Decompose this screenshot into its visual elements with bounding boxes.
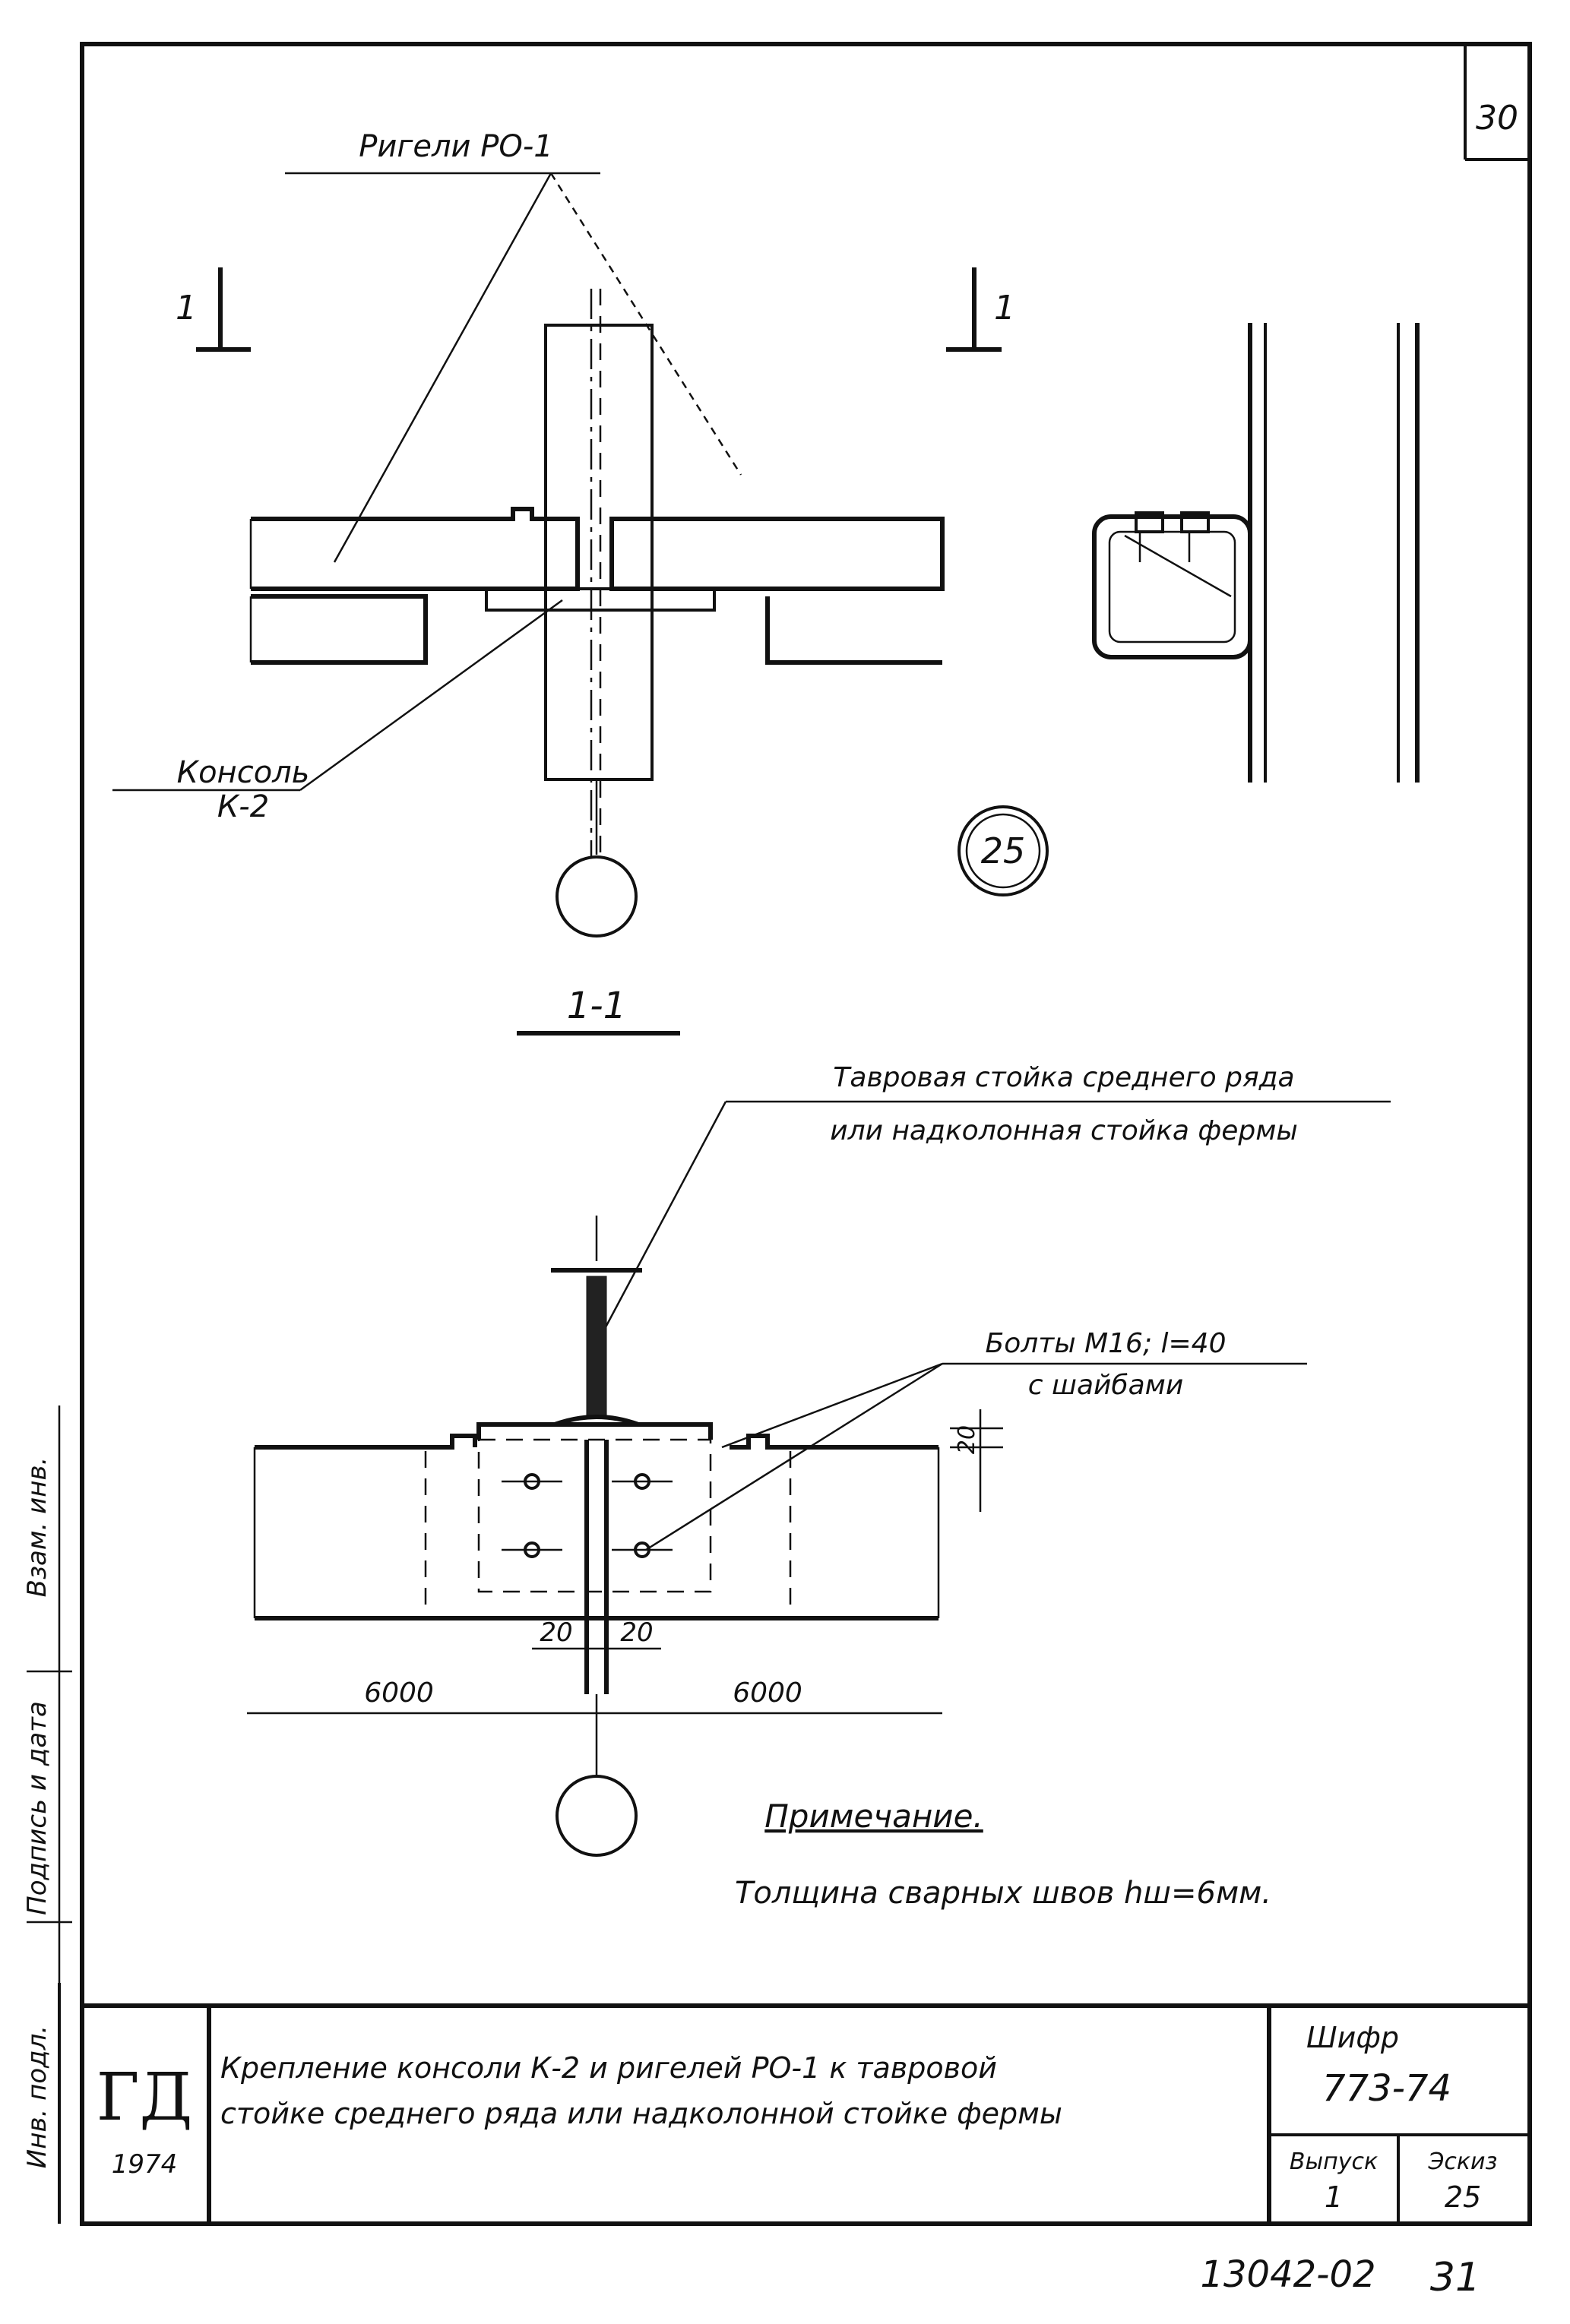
title-block: ГД 1974 Крепление консоли К-2 и ригелей … — [82, 2003, 1530, 2224]
section-marker-left: 1 — [176, 267, 251, 352]
svg-text:1: 1 — [176, 289, 197, 327]
bolts-leader-2 — [645, 1362, 943, 1551]
axis-circle-section — [556, 1775, 638, 1857]
section-marker-right: 1 — [946, 267, 1015, 352]
bolts-label-line2: с шайбами — [1028, 1370, 1183, 1401]
column-label-line2: или надколонная стойка фермы — [830, 1115, 1298, 1146]
issue-value: 1 — [1325, 2180, 1343, 2214]
dim-20-left: 20 — [540, 1617, 572, 1648]
beam-reference-label: Ригели РО-1 — [359, 129, 553, 164]
bolts-section — [502, 1473, 673, 1558]
dim-20-right: 20 — [620, 1617, 653, 1648]
beam-right-plan — [609, 517, 945, 665]
section-title: 1-1 — [567, 985, 626, 1027]
leader-line-left — [333, 172, 552, 563]
side-elevation — [1092, 323, 1420, 783]
sheet-frame — [80, 42, 1532, 2226]
margin-annotations: Инв. подл. Подпись и дата Взам. инв. — [22, 1405, 72, 2168]
bolts-leader-1 — [721, 1362, 943, 1449]
logo: ГД — [97, 2060, 193, 2136]
margin-text-1: Инв. подл. — [22, 2025, 52, 2168]
sheet-label: Эскиз — [1427, 2149, 1497, 2175]
svg-text:20: 20 — [954, 1425, 980, 1454]
gap-dimensions: 20 20 — [532, 1617, 661, 1650]
sheet-value: 25 — [1445, 2180, 1481, 2214]
page-number: 30 — [1476, 99, 1518, 138]
margin-text-2: Подпись и дата — [22, 1701, 52, 1915]
margin-text-3: Взам. инв. — [22, 1457, 52, 1598]
column-plan — [544, 289, 654, 858]
span-right: 6000 — [733, 1677, 802, 1709]
vertical-dimension: 20 — [950, 1409, 1003, 1512]
bottom-page: 31 — [1430, 2255, 1480, 2300]
column-label-line1: Тавровая стойка среднего ряда — [833, 1062, 1294, 1093]
bracket-label-mark: К-2 — [217, 789, 269, 824]
bottom-number: 13042-02 — [1200, 2253, 1375, 2296]
bracket-leader — [299, 599, 563, 792]
note-heading: Примечание. — [764, 1798, 983, 1835]
bolts-label-line1: Болты М16; l=40 — [986, 1328, 1227, 1359]
note-block: Примечание. Толщина сварных швов hш=6мм. — [735, 1798, 1271, 1911]
year: 1974 — [112, 2149, 178, 2180]
tee-column-section — [551, 1216, 642, 1427]
code-label: Шифр — [1306, 2021, 1399, 2054]
svg-text:25: 25 — [981, 830, 1026, 871]
column-leader — [599, 1101, 727, 1338]
span-dimensions: 6000 6000 — [247, 1677, 942, 1715]
note-text: Толщина сварных швов hш=6мм. — [735, 1876, 1271, 1911]
span-left: 6000 — [364, 1677, 434, 1709]
description-line2: стойке среднего ряда или надколонной сто… — [220, 2097, 1062, 2130]
bracket-plate-plan — [485, 587, 716, 612]
code-value: 773-74 — [1322, 2067, 1451, 2110]
section-view: 1-1 Тавровая стойка среднего ряда или на… — [247, 985, 1391, 1857]
node-number-badge: 25 — [958, 805, 1049, 896]
issue-label: Выпуск — [1290, 2149, 1378, 2175]
beam-left-plan — [249, 507, 580, 665]
beams-section — [253, 1434, 940, 1620]
description-line1: Крепление консоли К-2 и ригелей РО-1 к т… — [220, 2051, 997, 2085]
page-number-box: 30 — [1464, 44, 1530, 161]
axis-circle-plan — [556, 855, 638, 938]
connection-plate — [476, 1422, 713, 1694]
svg-text:1: 1 — [994, 289, 1015, 327]
plan-view: Ригели РО-1 1 1 — [112, 129, 1420, 938]
bracket-label: Консоль — [177, 755, 310, 790]
